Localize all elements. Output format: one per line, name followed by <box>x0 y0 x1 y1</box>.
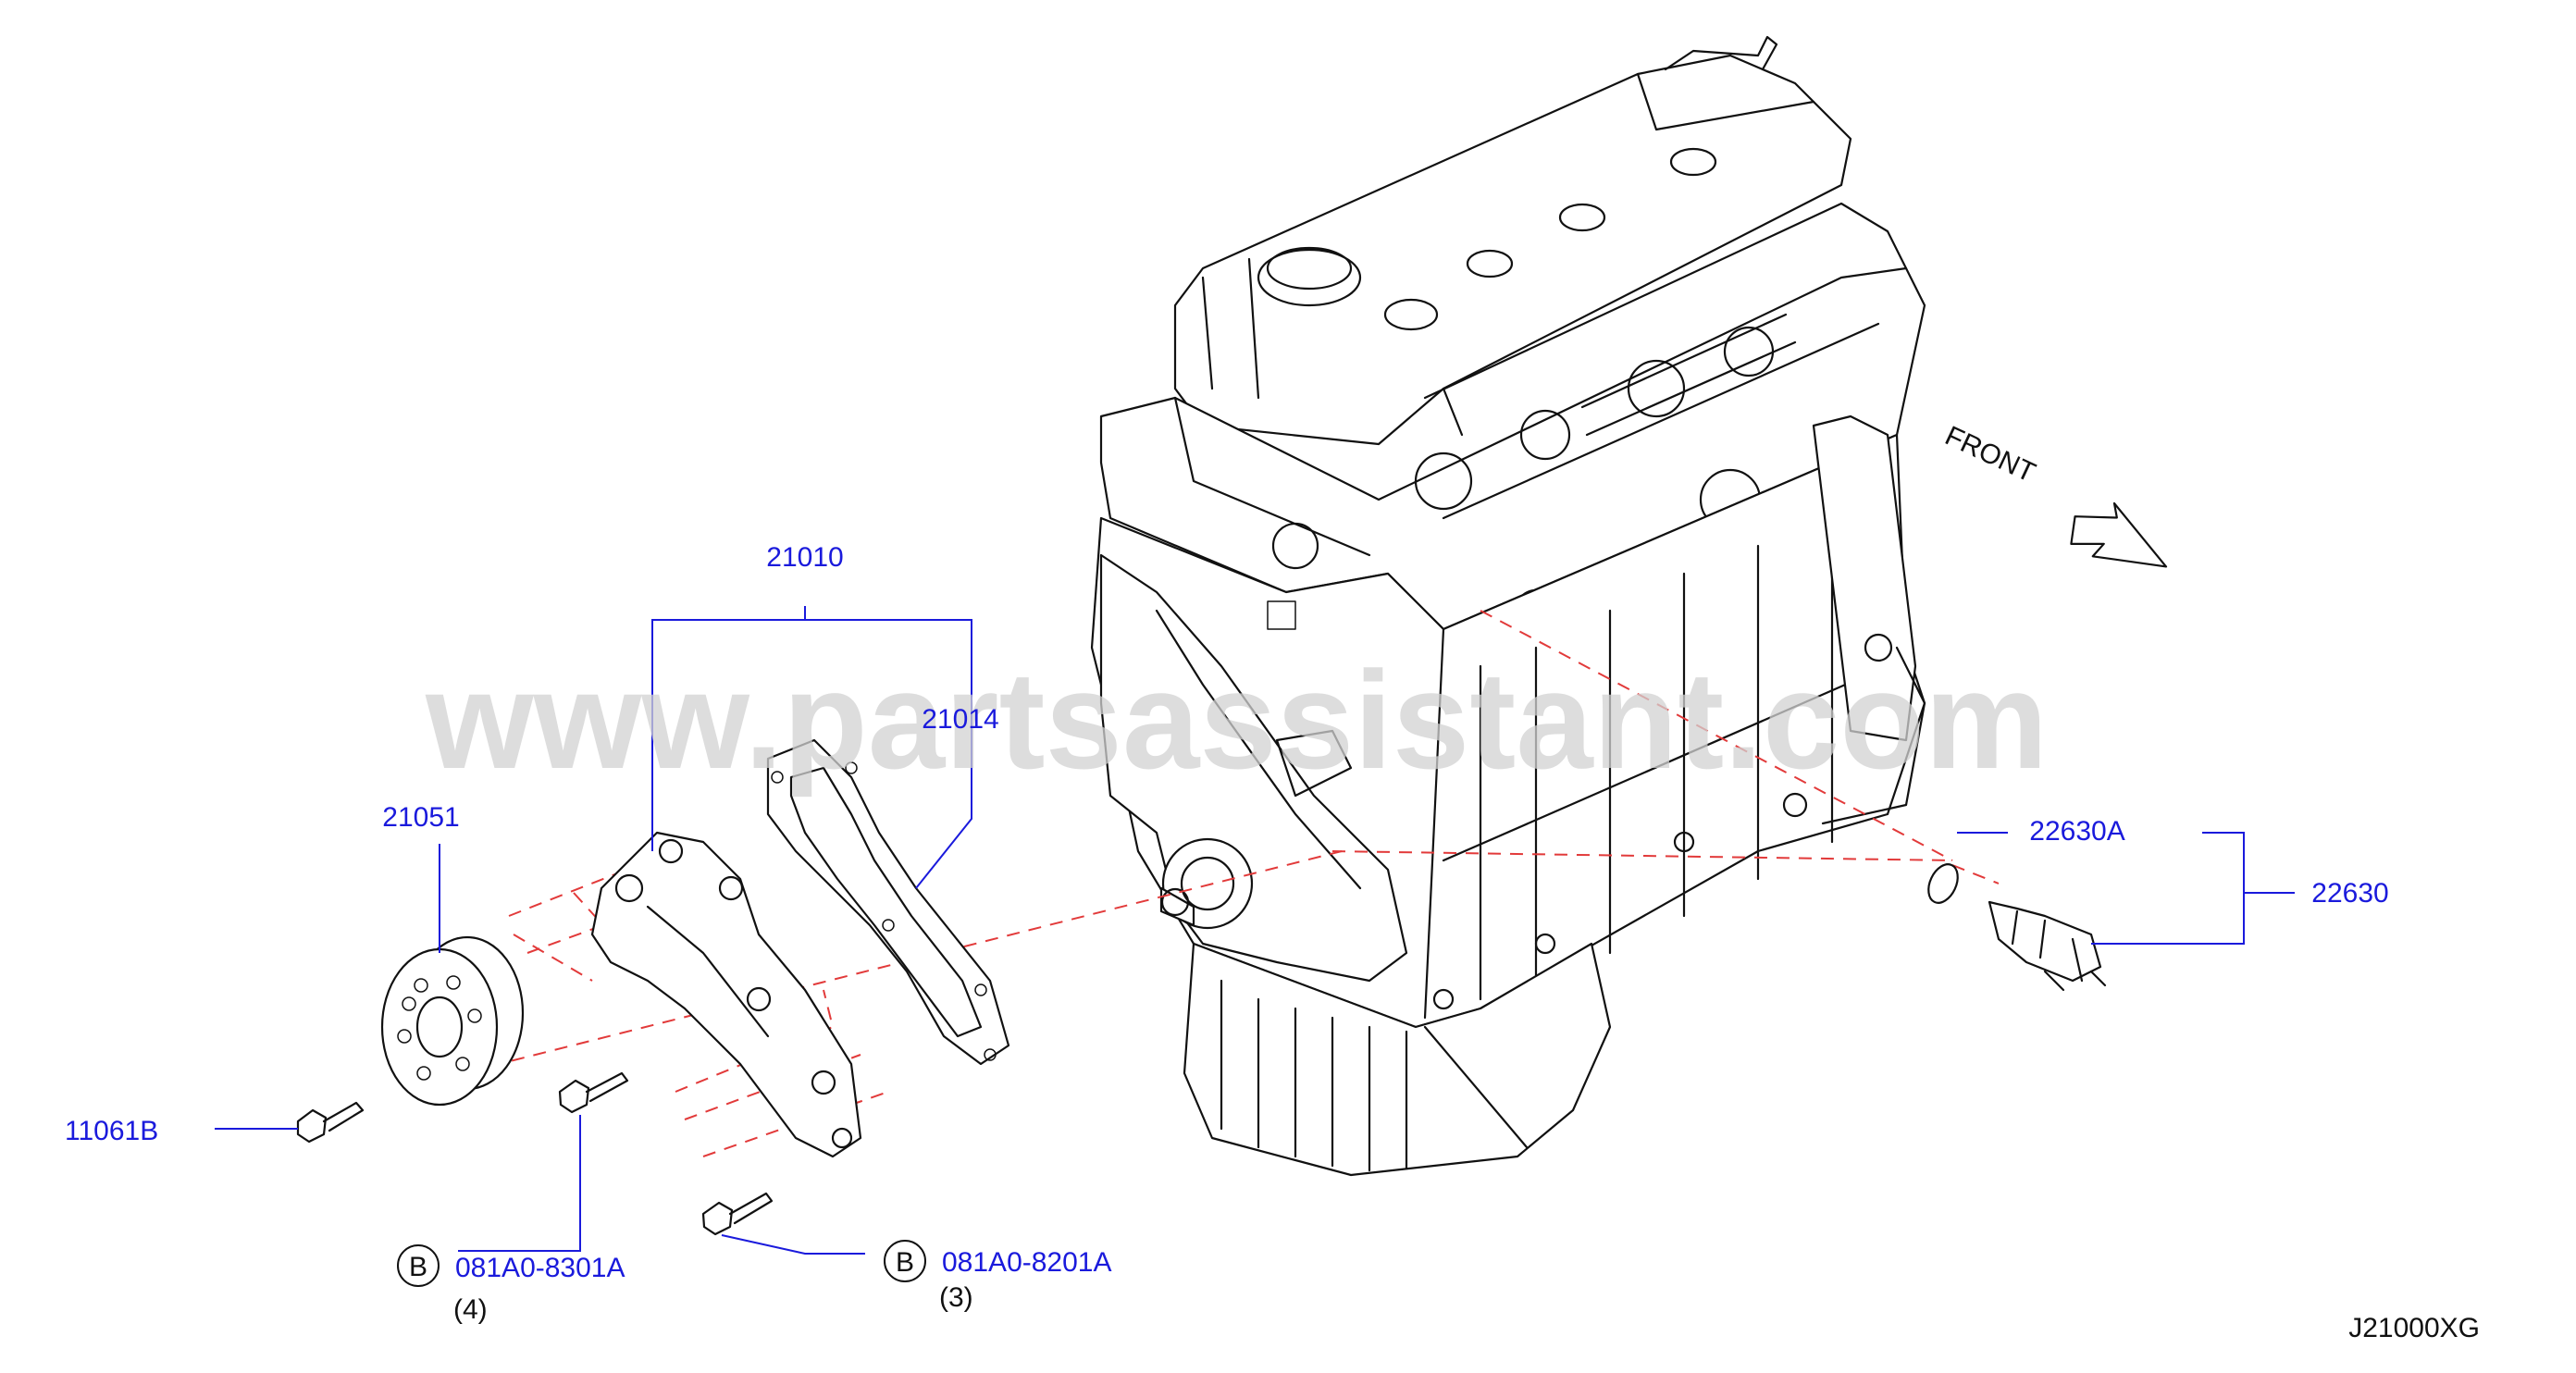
callout-22630a[interactable]: 22630A <box>2029 816 2124 847</box>
bolt-ref-circle <box>397 1244 440 1287</box>
callout-bolt-8301a[interactable]: B 081A0-8301A (4) <box>397 1244 625 1325</box>
pulley-21051-drawing <box>380 935 525 1107</box>
bolt-part-number[interactable]: 081A0-8301A <box>455 1253 625 1283</box>
bolt-11061b-drawing <box>296 1101 365 1144</box>
bolt-081a0-8201a-drawing <box>701 1192 774 1236</box>
callout-21051[interactable]: 21051 <box>382 802 459 833</box>
callout-21010[interactable]: 21010 <box>766 542 843 573</box>
temperature-sensor-drawing <box>1927 863 2107 992</box>
bolt-081a0-8301a-drawing <box>558 1071 629 1114</box>
bolt-quantity: (3) <box>939 1282 973 1313</box>
engine-assembly <box>1090 35 1926 1177</box>
callout-22630[interactable]: 22630 <box>2311 878 2388 909</box>
gasket-21014-drawing <box>766 738 1010 1066</box>
bolt-ref-letter: B <box>409 1252 427 1282</box>
bolt-ref-letter: B <box>896 1247 914 1278</box>
callout-11061b[interactable]: 11061B <box>65 1116 158 1146</box>
front-arrow-icon <box>2070 501 2168 568</box>
diagram-code: J21000XG <box>2348 1313 2480 1343</box>
assembly-centerlines <box>425 610 2000 1157</box>
watermark-text: www.partsassistant.com <box>425 642 2048 798</box>
callout-21014[interactable]: 21014 <box>922 704 998 735</box>
water-pump-drawing <box>590 831 862 1158</box>
bolt-quantity: (4) <box>453 1294 488 1325</box>
leader-lines <box>215 606 2295 1255</box>
bolt-ref-circle <box>884 1240 926 1282</box>
callout-bolt-8201a[interactable]: B 081A0-8201A (3) <box>884 1240 1112 1313</box>
front-label: FRONT <box>1940 420 2040 489</box>
bolt-part-number[interactable]: 081A0-8201A <box>942 1247 1112 1278</box>
